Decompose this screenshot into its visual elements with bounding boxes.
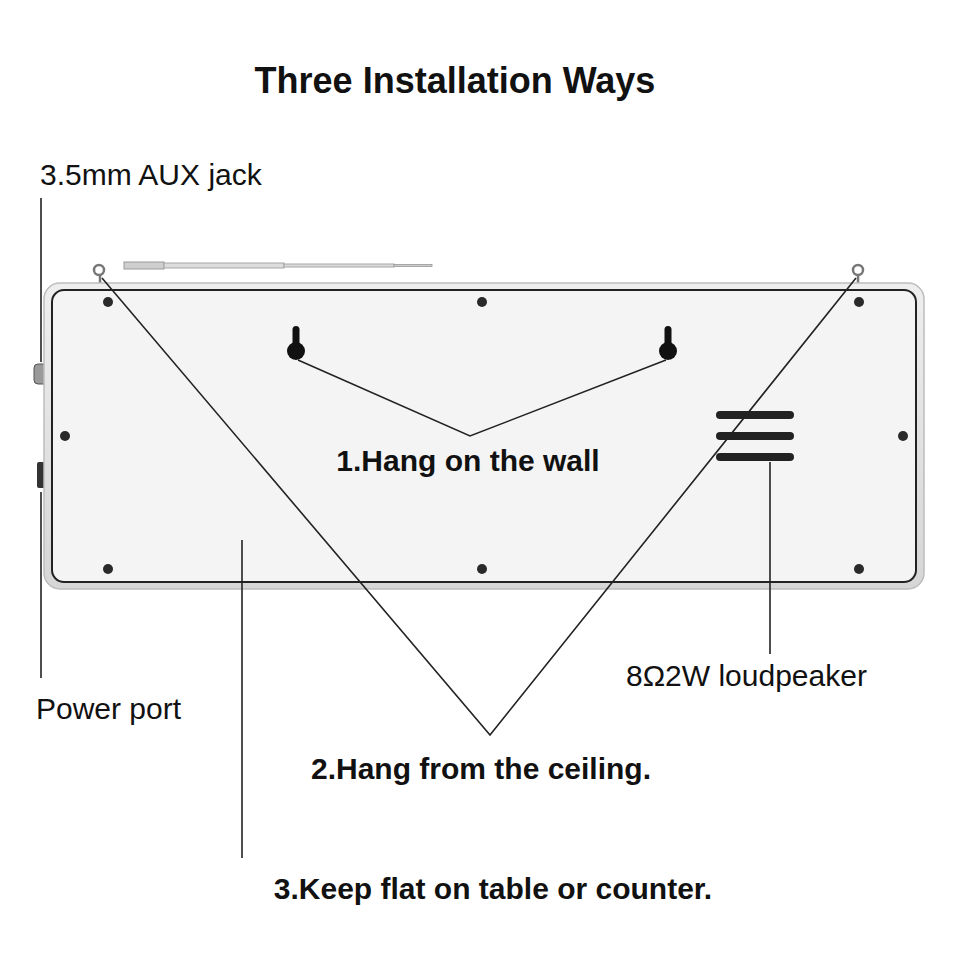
part-label: 3.5mm AUX jack	[40, 158, 262, 193]
radio-housing	[44, 283, 924, 589]
keyhole-slot	[287, 326, 677, 360]
screw	[60, 297, 908, 574]
method-label: 1.Hang on the wall	[336, 444, 599, 479]
leader-line	[41, 198, 856, 858]
method-label: 3.Keep flat on table or counter.	[274, 872, 712, 907]
speaker-grille	[716, 411, 794, 461]
method-label: 2.Hang from the ceiling.	[311, 752, 651, 787]
antenna	[124, 262, 432, 269]
part-label: 8Ω2W loudpeaker	[626, 659, 867, 694]
diagram-title: Three Installation Ways	[255, 60, 656, 101]
back-panel	[52, 290, 916, 582]
part-label: Power port	[36, 692, 181, 727]
